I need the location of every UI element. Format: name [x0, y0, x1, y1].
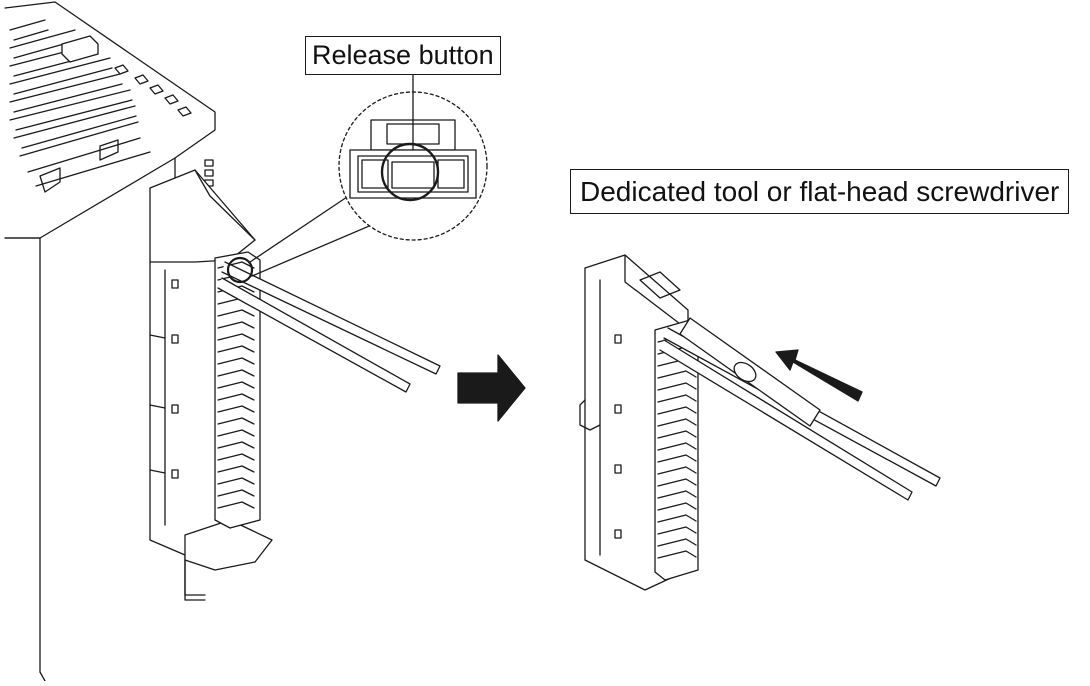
release-button-label: Release button: [305, 36, 501, 75]
plc-module-body: [4, 1, 216, 682]
release-button-marker: [226, 256, 254, 284]
diagonal-arrow-icon: [775, 349, 863, 402]
removed-terminal-block: [579, 254, 699, 591]
tool-label: Dedicated tool or flat-head screwdriver: [570, 169, 1070, 214]
inserted-tool-right: [659, 317, 941, 501]
right-arrow-icon: [457, 354, 526, 422]
mounted-terminal-block: [149, 169, 273, 601]
terminal-ridges: [217, 261, 255, 509]
release-button-detail: [338, 71, 488, 241]
inserted-tool-left: [217, 261, 441, 393]
